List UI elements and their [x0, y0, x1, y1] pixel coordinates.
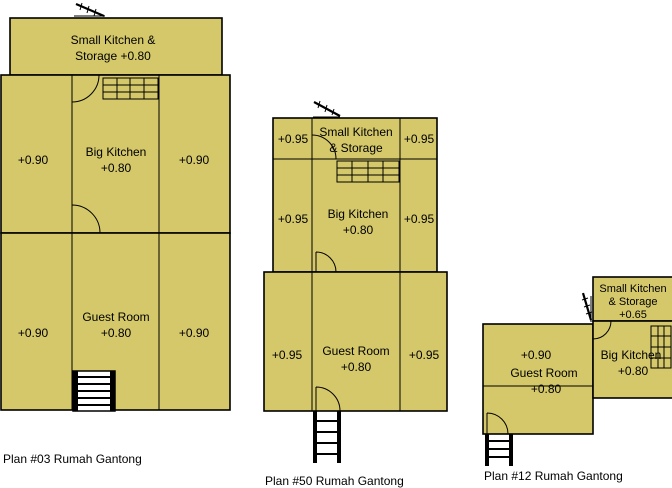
- plan-50: +0.95 Small Kitchen & Storage +0.95 +0.9…: [263, 100, 448, 488]
- plan50-left-bottom-label: +0.95: [272, 348, 303, 362]
- plan50-lower-block: [263, 271, 448, 412]
- plan50-door-entry-icon: [315, 386, 341, 412]
- plan03-door-kitchen-icon: [71, 74, 100, 103]
- plan03-entry-stairs-icon: [72, 370, 116, 412]
- plan03-big-kitchen-label-1: Big Kitchen: [86, 145, 147, 159]
- plan50-inner-stairs-icon: [336, 160, 400, 183]
- plan03-door-guest-icon: [71, 204, 101, 234]
- plan03-small-kitchen-label-1: Small Kitchen &: [71, 33, 156, 47]
- plan03-big-kitchen-label-2: +0.80: [101, 161, 132, 175]
- plan12-left-block: [482, 323, 594, 435]
- plan50-right-mid-label: +0.95: [404, 212, 435, 226]
- plan12-entry-stairs-icon: [485, 434, 513, 466]
- plan03-left-bottom-label: +0.90: [18, 326, 49, 340]
- plan50-caption: Plan #50 Rumah Gantong: [265, 474, 404, 488]
- plan12-guest-room-label-1: Guest Room: [510, 366, 577, 380]
- plan50-small-kitchen-label-1: Small Kitchen: [319, 125, 392, 139]
- plan-03: Small Kitchen & Storage +0.80 +0.90 Big …: [0, 2, 231, 466]
- plan12-guest-room-label-2: +0.80: [531, 382, 562, 396]
- plan50-big-kitchen-label-2: +0.80: [343, 223, 374, 237]
- plan03-right-top-label: +0.90: [179, 153, 210, 167]
- plan03-guest-room-label-2: +0.80: [101, 326, 132, 340]
- plan03-small-kitchen-label-2: Storage +0.80: [75, 49, 151, 63]
- plan12-caption: Plan #12 Rumah Gantong: [484, 469, 623, 483]
- plan12-big-kitchen-label-1: Big Kitchen: [601, 348, 662, 362]
- plan50-left-mid-label: +0.95: [278, 212, 309, 226]
- plan50-big-kitchen-label-1: Big Kitchen: [328, 207, 389, 221]
- plan12-door-entry-icon: [486, 412, 509, 435]
- plan50-guest-room-label-1: Guest Room: [322, 344, 389, 358]
- plan50-entry-stairs-icon: [313, 411, 341, 463]
- plan50-door-kitchen-icon: [311, 134, 337, 160]
- plan50-door-guest-icon: [315, 251, 337, 273]
- plan50-upper-block: [272, 117, 438, 273]
- plan03-bottom-block: [0, 232, 231, 411]
- plan03-top-block: [0, 74, 231, 234]
- plan50-window-icon: [313, 100, 341, 118]
- plan12-window-icon: [581, 292, 593, 322]
- plan12-small-kitchen-room: [592, 276, 672, 322]
- plan03-inner-stairs-icon: [102, 77, 159, 100]
- plan03-window-icon: [74, 2, 105, 18]
- plan50-small-kitchen-label-2: & Storage: [329, 141, 383, 155]
- plan12-small-kitchen-label-3: +0.65: [619, 309, 647, 321]
- plan50-right-bottom-label: +0.95: [409, 348, 440, 362]
- plan03-right-bottom-label: +0.90: [179, 326, 210, 340]
- plan-12: Small Kitchen & Storage +0.65 +0.90 Gues…: [482, 276, 672, 483]
- plan03-left-top-label: +0.90: [18, 153, 49, 167]
- plan03-small-kitchen-room: [9, 17, 223, 76]
- plan50-left-small-label: +0.95: [278, 132, 309, 146]
- plan12-inner-stairs-icon: [650, 325, 672, 369]
- plan12-small-kitchen-label-1: Small Kitchen: [599, 283, 666, 295]
- plan03-guest-room-label-1: Guest Room: [82, 310, 149, 324]
- plan12-big-kitchen-label-2: +0.80: [618, 364, 649, 378]
- plan50-right-small-label: +0.95: [404, 132, 435, 146]
- plan50-guest-room-label-2: +0.80: [341, 360, 372, 374]
- plan12-door-kitchen-icon: [592, 320, 612, 340]
- plan12-top-left-label: +0.90: [521, 348, 552, 362]
- plan12-small-kitchen-label-2: & Storage: [609, 296, 658, 308]
- plan03-caption: Plan #03 Rumah Gantong: [3, 452, 142, 466]
